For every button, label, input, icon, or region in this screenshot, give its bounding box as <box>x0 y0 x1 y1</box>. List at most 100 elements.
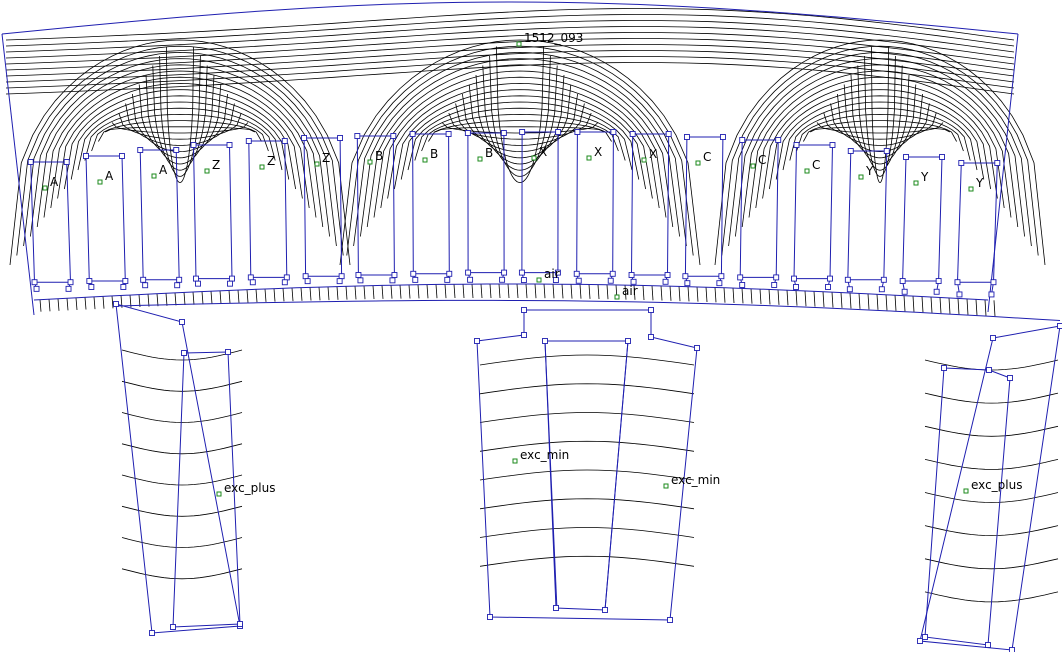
flux-line <box>121 380 243 392</box>
flux-line <box>309 287 312 301</box>
flux-line <box>479 412 695 423</box>
flux-line <box>435 126 605 133</box>
flux-line <box>174 292 177 306</box>
slot-node <box>771 282 778 288</box>
flux-line <box>966 298 969 315</box>
flux-line <box>5 26 1015 59</box>
winding-node <box>985 642 991 648</box>
flux-line <box>50 76 310 209</box>
flux-line <box>264 288 267 302</box>
flux-line <box>471 284 474 299</box>
flux-line <box>735 58 1025 237</box>
flux-line <box>387 82 653 199</box>
flux-line <box>930 296 933 313</box>
rotor-surface-arc <box>115 299 1061 321</box>
slot-node <box>83 153 89 159</box>
slot-node <box>793 142 800 148</box>
flux-line <box>394 89 646 190</box>
flux-line <box>354 286 357 300</box>
flux-line <box>39 299 42 312</box>
slot-label-11-marker <box>641 157 647 163</box>
flux-line <box>714 287 717 303</box>
flux-line <box>408 284 411 299</box>
pole-node <box>521 332 527 338</box>
winding-node <box>941 365 947 371</box>
slot-node <box>883 148 890 154</box>
slot-node <box>664 272 671 278</box>
slot-node <box>739 137 746 143</box>
slot-node <box>519 129 526 135</box>
slot-node <box>903 154 909 160</box>
slot-label-0-marker <box>42 185 48 191</box>
slot-node <box>575 277 582 284</box>
slot-node <box>304 278 311 285</box>
flux-line <box>651 285 654 301</box>
slot-node <box>33 285 40 292</box>
flux-line <box>380 76 660 209</box>
slot-label-2-marker <box>151 173 157 179</box>
slot-node <box>63 159 70 165</box>
winding-node <box>922 634 928 640</box>
slot-node <box>499 276 506 283</box>
flux-line <box>5 50 1015 83</box>
winding-node <box>986 367 992 373</box>
slot-node <box>174 282 181 289</box>
flux-line <box>407 101 633 171</box>
pole-label-0: exc_plus <box>224 481 275 495</box>
flux-line <box>552 284 555 299</box>
flux-line <box>91 113 269 152</box>
slot-node <box>846 286 853 293</box>
model-name-label-marker <box>516 41 522 47</box>
slot-label-13-marker <box>750 163 756 169</box>
flux-line <box>118 112 242 140</box>
winding-node <box>170 624 176 630</box>
pole-label-3: exc_plus <box>971 478 1022 492</box>
flux-line <box>479 354 695 366</box>
slot-node <box>86 278 93 284</box>
slot-node <box>847 148 854 154</box>
slot-node <box>337 135 344 141</box>
flux-line <box>633 285 636 300</box>
flux-line <box>789 107 971 161</box>
slot-node <box>899 278 906 284</box>
excitation-winding-outline <box>924 367 1011 646</box>
flux-line <box>339 39 701 266</box>
flux-line <box>421 113 619 152</box>
slot-node <box>555 129 562 135</box>
flux-line <box>282 288 285 302</box>
slot-label-16: Y <box>920 170 929 184</box>
slot-node <box>142 282 149 289</box>
flux-line <box>5 32 1015 65</box>
pole-label-0-marker <box>216 491 222 497</box>
flux-line <box>816 122 944 134</box>
flux-line <box>165 293 168 306</box>
flux-line <box>147 294 150 307</box>
pole-node <box>1057 323 1062 329</box>
slot-label-6: B <box>375 149 383 163</box>
pole-node <box>648 334 654 340</box>
flux-line <box>479 440 695 452</box>
flux-line <box>867 293 870 310</box>
flux-line <box>444 284 447 299</box>
flux-line <box>924 425 1059 437</box>
winding-node <box>625 338 631 344</box>
slot-label-7-marker <box>422 157 428 163</box>
flux-line <box>479 469 695 481</box>
flux-line <box>912 296 915 312</box>
flux-line <box>714 39 1046 266</box>
flux-line <box>732 288 735 304</box>
flux-line <box>455 103 585 146</box>
flux-line <box>105 126 255 133</box>
slot-label-7: B <box>430 147 438 161</box>
flux-line <box>796 113 964 152</box>
flux-line <box>360 58 680 237</box>
flux-line <box>291 287 294 302</box>
slot-node <box>355 272 362 278</box>
flux-line <box>121 412 243 423</box>
flux-line <box>570 284 573 299</box>
flux-line <box>482 65 558 171</box>
slot-node <box>739 282 746 288</box>
winding-divider <box>604 340 629 611</box>
slot-label-10: X <box>594 145 602 159</box>
